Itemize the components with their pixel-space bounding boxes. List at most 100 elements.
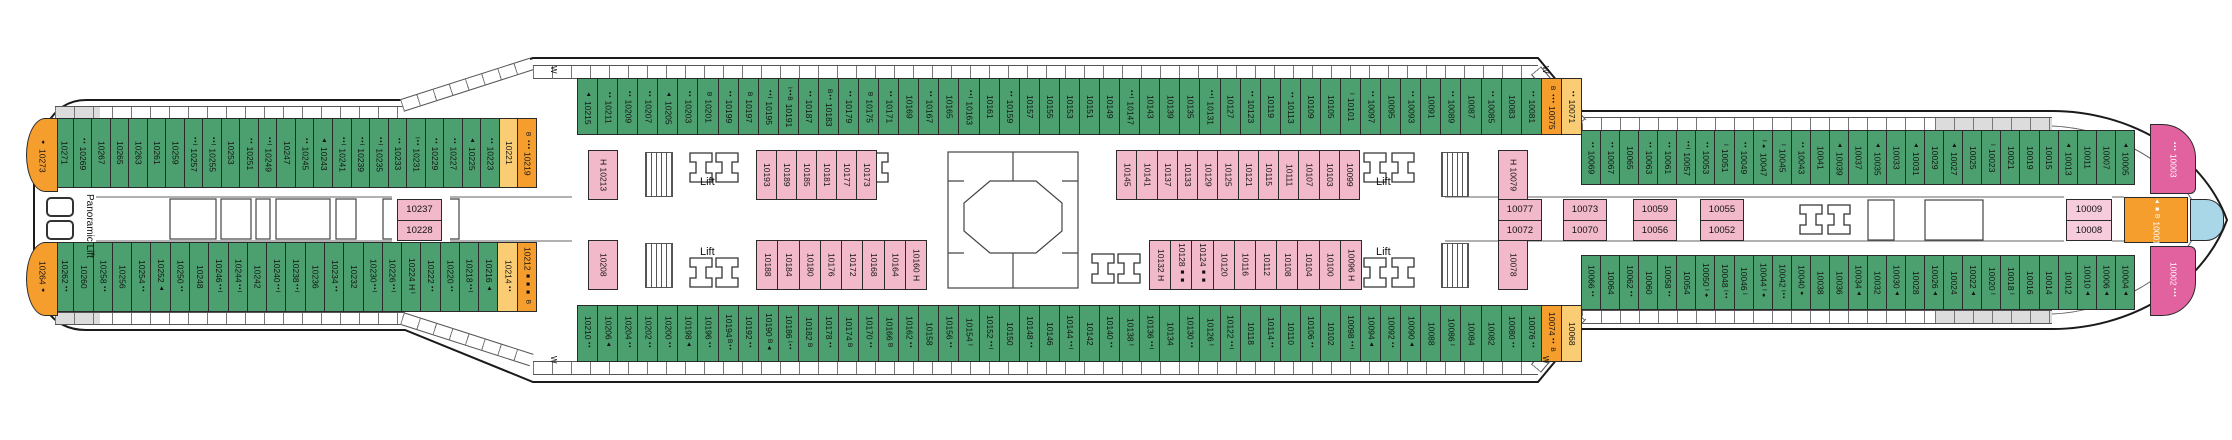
cabin-10122: 10122••I [1219,305,1241,362]
cabin-10078: 10078 [1498,240,1528,290]
cabin-10167: ••10167 [918,78,940,135]
cabin-10075: B •••10075 [1540,78,1562,135]
cabin-10176: 10176 [819,240,842,290]
cabin-10097: ••10097 [1360,78,1382,135]
cabin-10267: 10267 [91,118,111,188]
cabin-10180: 10180 [798,240,821,290]
cabin-10086: 10086I [1440,305,1462,362]
cabin-10161: 10161 [978,78,1000,135]
cabin-10218: 10218••I [458,242,480,312]
cabin-10273: ♦10273 [26,118,58,192]
cabin-10128: 10128■■ [1170,240,1193,290]
cabin-10233: ••10233 [387,118,408,188]
cabin-10103: 10103 [1318,150,1340,200]
cabin-10185: 10185 [796,150,817,200]
panoramic-lift-car-icon [46,197,74,217]
cabin-10214: 10214•• [497,242,518,312]
cabin-10152: 10152••I [978,305,1000,362]
cabin-10111: 10111 [1278,150,1300,200]
cabin-10024: 10024 [1943,255,1964,310]
cabin-10027: ▲10027 [1943,130,1964,185]
cabin-10162: 10162•• [898,305,920,362]
balcony-strip [55,312,405,325]
cabin-10062: 10062•• [1619,255,1640,310]
cabin-10247: 10247 [276,118,296,188]
cabin-10193: 10193 [756,150,777,200]
balcony-strip [533,361,1538,375]
cabin-10118: 10118 [1239,305,1261,362]
cabin-10222: 10222•• [420,242,441,312]
cabin-10096H: 10096 H [1339,240,1363,290]
cabin-10208: 10208 [588,240,618,290]
cabin-10143: 10143 [1139,78,1161,135]
cabin-10053: ••10053 [1695,130,1716,185]
cabin-10010: 10010▲ [2076,255,2097,310]
cabin-10022: 10022▲ [1962,255,1983,310]
cabin-10170: 10170•• [858,305,880,362]
cabin-10127: 10127 [1219,78,1241,135]
cabin-10229: ••10229 [424,118,445,188]
cabin-10072: 10072 [1499,220,1541,240]
cabin-10098: 10098••I [1339,305,1362,362]
cabin-10264: 10264♦ [26,242,58,316]
cabin-10145: 10145 [1116,150,1138,200]
cabin-10126: 10126I [1199,305,1221,362]
cabin-10150: 10150 [998,305,1020,362]
cabin-10129: 10129 [1197,150,1219,200]
cabin-10110: 10110 [1279,305,1301,362]
cabin-10175: B10175 [858,78,880,135]
cabin-10089: ••10089 [1440,78,1462,135]
cabin-10105: 10105 [1319,78,1341,135]
cabin-10147: ••I10147 [1119,78,1141,135]
cabin-10232: 10232 [343,242,364,312]
cabin-10159: ••10159 [998,78,1020,135]
cabin-10046: 10046I [1733,255,1754,310]
cabin-10065: 10065 [1619,130,1640,185]
cabin-10100: 10100 [1318,240,1341,290]
cabin-10124: 10124■■ [1191,240,1214,290]
cabin-10037: 10037 [1847,130,1868,185]
cabin-10234: 10234•• [323,242,345,312]
cabin-10203: ••10203 [677,78,699,135]
cabin-10025: 10025 [1962,130,1983,185]
balcony-dividers [55,313,100,324]
cabin-10040: 10040♦ [1790,255,1811,310]
cabin-10201: B10201 [697,78,719,135]
cabin-10226: 10226••I [381,242,403,312]
cabin-10101: I10101 [1339,78,1362,135]
cabin-10033: 10033 [1886,130,1907,185]
cabin-10004: 10004▲ [2114,255,2135,310]
balcony-strip [1582,310,2052,324]
cabin-10149: 10149 [1099,78,1121,135]
cabin-10094: 10094▲ [1360,305,1382,362]
cabin-10039: ▲10039 [1828,130,1849,185]
obstructed-balcony-segment [1935,118,2052,130]
cabin-10132H: 10132 H [1149,240,1172,290]
cabin-10239: ••I10239 [350,118,371,188]
cabin-10259: 10259 [165,118,185,188]
cabin-10106: 10106•• [1299,305,1321,362]
cabin-10099: 10099 [1338,150,1360,200]
cabin-10095: 10095 [1380,78,1402,135]
cabin-10157: 10157 [1018,78,1040,135]
cabin-10045: I10045 [1771,130,1792,185]
cabin-10186: 10186I•• [777,305,799,362]
cabin-10164: 10164 [883,240,906,290]
cabin-10018: 10018I [2000,255,2021,310]
cabin-10084: 10084 [1460,305,1482,362]
cabin-10140: 10140•• [1099,305,1121,362]
cabin-10076: 10076•• [1520,305,1542,362]
cabin-10131: ••I10131 [1199,78,1221,135]
cabin-10052: 10052 [1701,220,1743,240]
cabin-10261: 10261 [146,118,167,188]
cabin-10091: 10091 [1420,78,1442,135]
obstructed-balcony-segment [55,107,100,118]
cabin-10087: 10087 [1460,78,1482,135]
cabin-10068: 10068 [1560,305,1582,362]
service-rooms [169,198,1984,241]
